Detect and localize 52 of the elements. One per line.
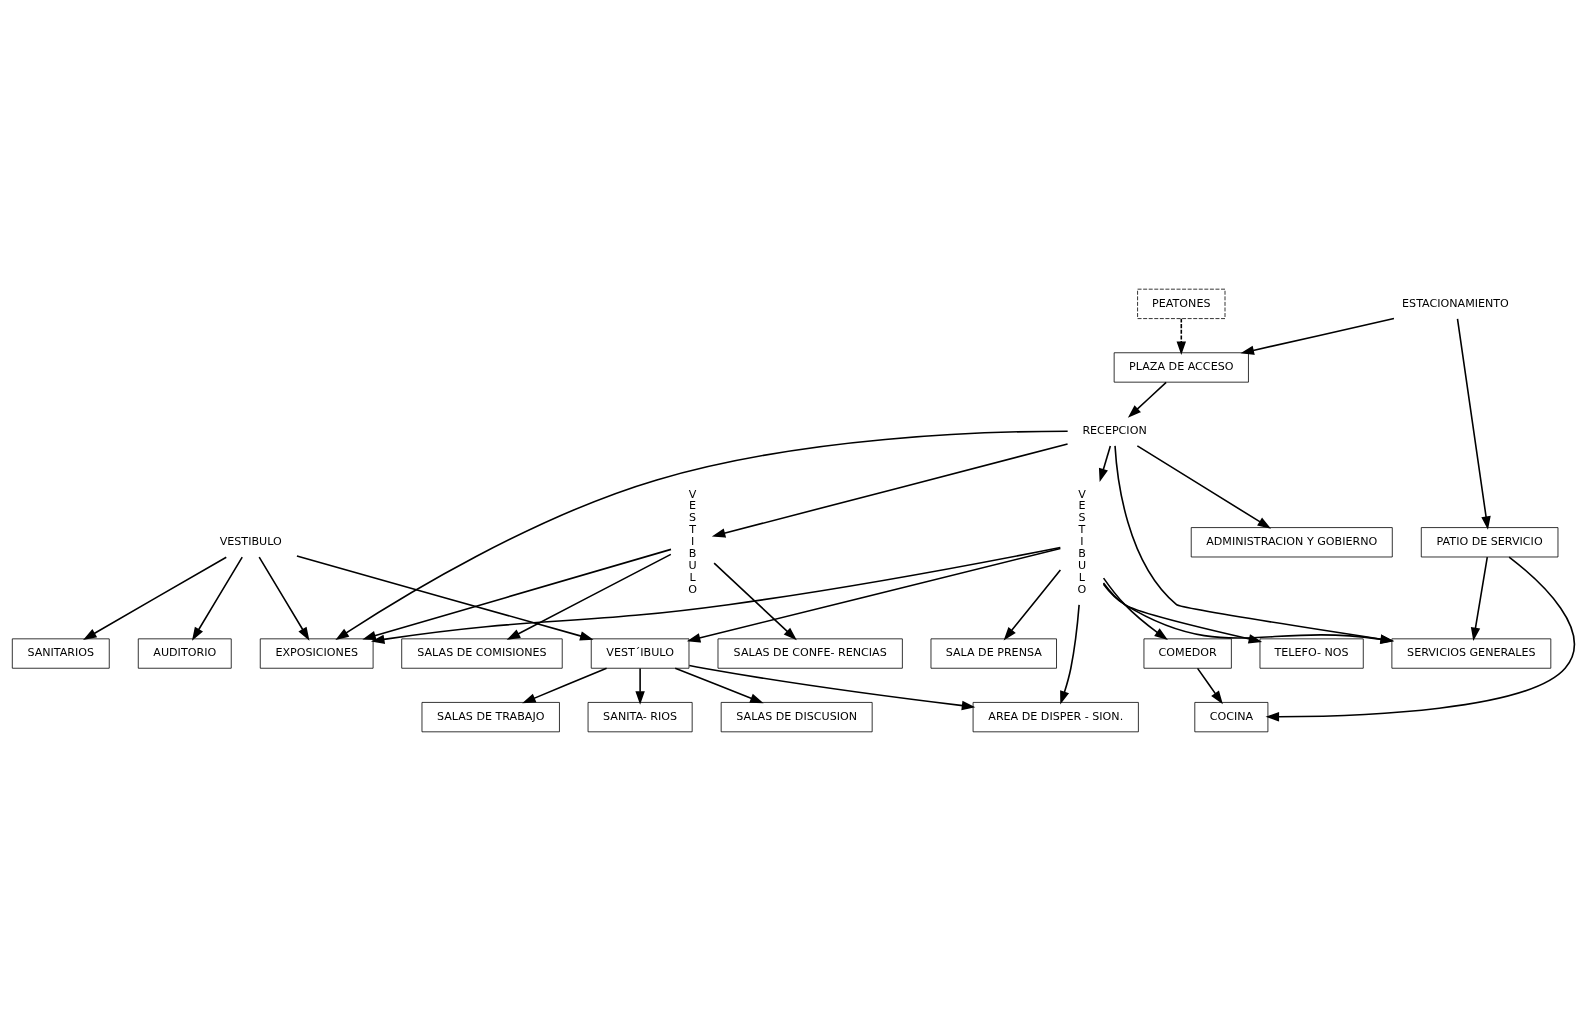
node-box: SANITARIOS bbox=[11, 638, 110, 669]
arrow bbox=[686, 547, 1062, 643]
node-box: SALA DE PRENSA bbox=[930, 638, 1057, 669]
node-box: SALAS DE DISCUSION bbox=[720, 702, 873, 733]
node-box: COCINA bbox=[1194, 702, 1269, 733]
node-box: SALAS DE COMISIONES bbox=[401, 638, 563, 669]
node-text: ESTACIONAMIENTO bbox=[1402, 296, 1509, 310]
arrow bbox=[713, 562, 797, 641]
node-box: PLAZA DE ACCESO bbox=[1113, 352, 1249, 383]
node-box: COMEDOR bbox=[1143, 638, 1232, 669]
node-text: V E S T I B U L O bbox=[1077, 487, 1087, 596]
arrow bbox=[522, 667, 608, 704]
node-box: VEST´IBULO bbox=[590, 638, 690, 669]
arrow bbox=[1003, 569, 1062, 641]
arrow bbox=[674, 667, 764, 704]
node-box: PATIO DE SERVICIO bbox=[1420, 527, 1559, 558]
node-box: SALAS DE CONFE- RENCIAS bbox=[717, 638, 903, 669]
arrow bbox=[1127, 381, 1167, 418]
arrow bbox=[83, 556, 228, 640]
node-text: V E S T I B U L O bbox=[688, 487, 697, 596]
arrow bbox=[711, 443, 1069, 538]
node-text: VESTIBULO bbox=[219, 535, 282, 549]
arrow bbox=[688, 664, 976, 711]
arrow bbox=[191, 556, 244, 641]
arrow bbox=[258, 556, 310, 641]
node-box: SERVICIOS GENERALES bbox=[1391, 638, 1552, 669]
arrow bbox=[1136, 445, 1272, 529]
node-box: AREA DE DISPER - SION. bbox=[972, 702, 1139, 733]
arrow bbox=[370, 546, 1062, 644]
node-text: RECEPCION bbox=[1082, 423, 1147, 437]
arrow bbox=[1240, 317, 1395, 355]
arrow bbox=[1102, 582, 1263, 644]
node-box: SANITA- RIOS bbox=[587, 702, 693, 733]
node-box: EXPOSICIONES bbox=[259, 638, 374, 669]
node-box: SALAS DE TRABAJO bbox=[421, 702, 560, 733]
arrow bbox=[1060, 604, 1080, 705]
arrow bbox=[1456, 318, 1491, 530]
node-box: AUDITORIO bbox=[137, 638, 232, 669]
arrow bbox=[506, 553, 672, 640]
arrow bbox=[362, 548, 672, 641]
arrow bbox=[635, 667, 645, 705]
arrow bbox=[1098, 445, 1112, 483]
node-box: PEATONES bbox=[1137, 288, 1226, 319]
arrow bbox=[1196, 667, 1223, 705]
arrow bbox=[335, 430, 1069, 641]
node-box: TELEFO- NOS bbox=[1259, 638, 1364, 669]
arrow bbox=[1470, 556, 1489, 642]
arrow bbox=[296, 555, 594, 641]
node-box: ADMINISTRACION Y GOBIERNO bbox=[1190, 527, 1393, 558]
arrow bbox=[1102, 577, 1168, 641]
arrow bbox=[1265, 556, 1575, 722]
arrow bbox=[1176, 317, 1187, 356]
